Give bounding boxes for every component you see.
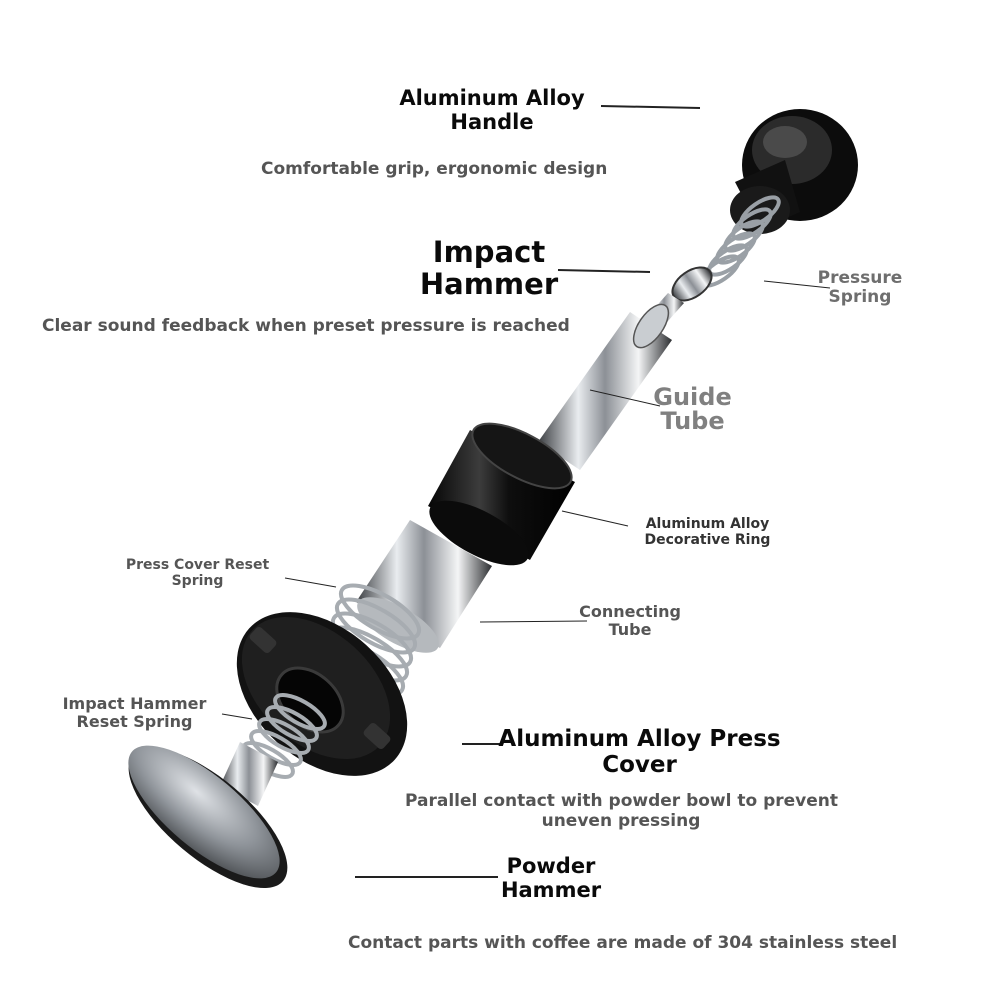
leader-pressure-spring [763, 280, 831, 289]
connecting-tube-title-line-2: Tube [608, 619, 652, 639]
press-cover-reset-spring-title: Press Cover Reset Spring [120, 557, 275, 589]
leader-connecting-tube [479, 620, 588, 623]
press-cover-description-line-2: uneven pressing [541, 811, 701, 832]
pressure-spring-title-line-1: Pressure [817, 268, 903, 288]
handle-title-line-2: Handle [450, 109, 534, 134]
press-cover-reset-spring-title-line-2: Spring [171, 572, 224, 589]
impact-hammer-reset-spring-title-line-2: Reset Spring [76, 711, 193, 731]
decorative-ring-title-line-1: Aluminum Alloy [645, 516, 770, 532]
decorative-ring-title: Aluminum Alloy Decorative Ring [630, 516, 785, 548]
powder-hammer-title: Powder Hammer [490, 854, 612, 902]
press-cover-title-line-1: Aluminum Alloy Press [498, 726, 781, 752]
guide-tube-title: Guide Tube [640, 385, 745, 433]
press-cover-reset-spring-title-line-1: Press Cover Reset [125, 557, 270, 573]
leader-guide-tube [589, 389, 661, 407]
leader-impact-hammer [557, 269, 651, 273]
press-cover-title: Aluminum Alloy Press Cover [492, 726, 787, 779]
impact-hammer-title-line-2: Hammer [419, 267, 559, 302]
leader-impact-hammer-reset-spring [221, 713, 253, 720]
leader-lines [221, 105, 831, 878]
impact-hammer-reset-spring-title: Impact Hammer Reset Spring [62, 695, 207, 731]
guide-tube-title-line-2: Tube [660, 407, 725, 435]
leader-handle [600, 105, 701, 109]
press-cover-title-line-2: Cover [602, 751, 677, 778]
powder-hammer-title-line-2: Hammer [500, 877, 602, 902]
handle-title-line-1: Aluminum Alloy [399, 86, 585, 110]
pressure-spring-title: Pressure Spring [800, 268, 920, 308]
press-cover-description: Parallel contact with powder bowl to pre… [405, 791, 839, 832]
pressure-spring-title-line-2: Spring [828, 287, 892, 308]
decorative-ring-title-line-2: Decorative Ring [644, 531, 771, 548]
decorative-ring-part [428, 422, 575, 566]
impact-hammer-description: Clear sound feedback when preset pressur… [42, 316, 570, 336]
powder-hammer-part [128, 742, 288, 889]
guide-tube-part [538, 303, 672, 470]
leader-press-cover-reset-spring [284, 577, 337, 588]
handle-title: Aluminum Alloy Handle [372, 86, 612, 134]
guide-tube-title-line-1: Guide [653, 383, 732, 411]
leader-decorative-ring [561, 510, 629, 527]
handle-description: Comfortable grip, ergonomic design [261, 159, 608, 179]
connecting-tube-title: Connecting Tube [574, 603, 686, 639]
connecting-tube-title-line-1: Connecting [579, 602, 681, 621]
powder-hammer-description: Contact parts with coffee are made of 30… [348, 933, 898, 953]
impact-hammer-title-line-1: Impact [432, 235, 546, 269]
press-cover-description-line-1: Parallel contact with powder bowl to pre… [405, 791, 839, 811]
powder-hammer-title-line-1: Powder [506, 854, 596, 878]
impact-hammer-reset-spring-title-line-1: Impact Hammer [62, 694, 207, 713]
impact-hammer-title: Impact Hammer [394, 236, 584, 301]
impact-hammer-part [671, 266, 713, 302]
